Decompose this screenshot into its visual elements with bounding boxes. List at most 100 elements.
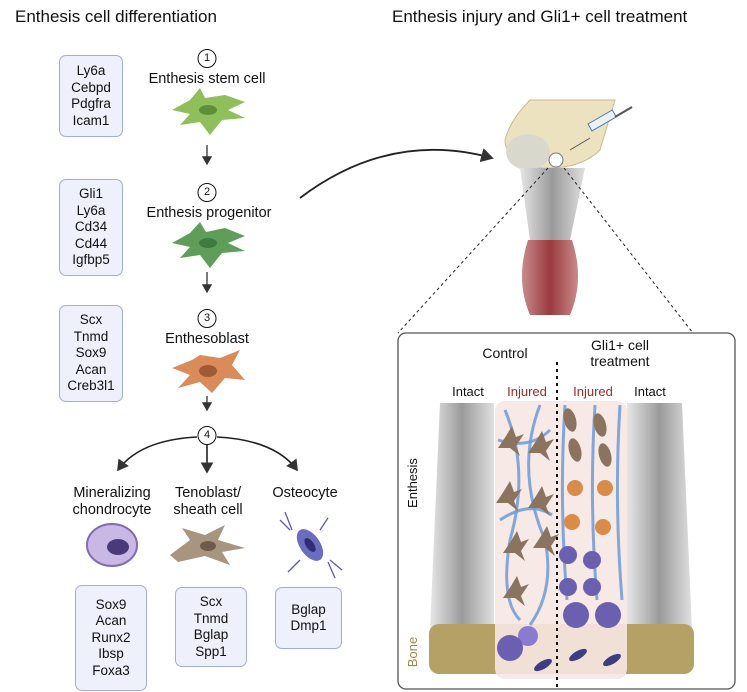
enthesis-axis-label: Enthesis bbox=[405, 458, 420, 508]
fibroblast-cell-icon bbox=[533, 526, 559, 556]
intact-fibers-right bbox=[627, 403, 692, 630]
marker: Igfbp5 bbox=[72, 252, 110, 268]
arrow-branch-right bbox=[216, 436, 298, 472]
fate-label: Mineralizing chondrocyte bbox=[72, 485, 152, 518]
enthesoblast-cell-icon bbox=[597, 480, 613, 496]
marker: Foxa3 bbox=[92, 662, 130, 678]
right-title: Enthesis injury and Gli1+ cell treatment bbox=[392, 7, 688, 26]
intact-label-left: Intact bbox=[452, 384, 484, 399]
marker: Gli1 bbox=[78, 186, 103, 202]
marker: Tnmd bbox=[73, 328, 109, 344]
marker: Scx bbox=[199, 594, 223, 609]
enthesoblast-cell-icon bbox=[172, 350, 245, 393]
marker: Scx bbox=[79, 312, 103, 328]
osteocyte-cell-icon bbox=[603, 653, 621, 667]
step-1-badge: 1 bbox=[197, 49, 217, 68]
muscle-icon bbox=[521, 240, 579, 315]
osteocyte-cell-icon bbox=[569, 648, 587, 662]
syringe-icon bbox=[569, 106, 633, 151]
chondrocyte-cell-icon bbox=[595, 602, 621, 628]
tenocyte-cell-icon bbox=[568, 438, 582, 462]
chondrocyte-cell-icon bbox=[518, 626, 538, 646]
injured-label-left: Injured bbox=[507, 384, 547, 399]
marker: Ibsp bbox=[98, 646, 124, 662]
marker: Creb3l1 bbox=[67, 378, 115, 394]
marker: Icam1 bbox=[72, 112, 110, 128]
chondrocyte-cell-icon bbox=[497, 635, 523, 661]
collagen-fiber bbox=[615, 404, 624, 601]
marker: Sox9 bbox=[95, 596, 127, 612]
marker: Acan bbox=[75, 361, 107, 377]
enthesoblast-cell-icon bbox=[595, 519, 611, 535]
intact-label-right: Intact bbox=[634, 384, 666, 399]
enthesoblast-cell-icon bbox=[567, 480, 583, 496]
fate-label: Tenoblast/ sheath cell bbox=[173, 485, 243, 518]
marker: Pdgfra bbox=[71, 96, 111, 111]
fibroblast-cell-icon bbox=[503, 576, 529, 606]
control-cells bbox=[496, 404, 559, 672]
marker: Bglap bbox=[193, 627, 229, 642]
marker: Dmp1 bbox=[290, 618, 327, 633]
arrow-to-injury bbox=[299, 148, 494, 199]
fate-label: Osteocyte bbox=[272, 485, 338, 501]
enthesoblast-cell-icon bbox=[564, 514, 580, 530]
bone-joint-icon bbox=[504, 99, 616, 315]
zoom-line-left bbox=[397, 167, 549, 334]
bone-axis-label: Bone bbox=[405, 636, 420, 668]
osteocyte-cell-icon bbox=[279, 511, 343, 579]
tendon-icon bbox=[520, 168, 585, 240]
fibroblast-cell-icon bbox=[496, 481, 522, 511]
step-2-badge: 2 bbox=[197, 183, 217, 202]
tenocyte-cell-icon bbox=[598, 443, 612, 467]
chondrocyte-cell-icon bbox=[559, 546, 577, 564]
marker: Cebpd bbox=[71, 79, 111, 95]
collagen-fiber bbox=[560, 404, 569, 601]
control-label: Control bbox=[482, 345, 528, 361]
arrow-branch-left bbox=[117, 436, 198, 472]
step-4-badge: 4 bbox=[197, 426, 217, 445]
intact-fibers-left bbox=[430, 403, 494, 630]
zoom-line-right bbox=[563, 167, 694, 334]
marker: Ly6a bbox=[76, 63, 106, 78]
tenocyte-cell-icon bbox=[563, 408, 577, 432]
fibroblast-cell-icon bbox=[528, 486, 554, 516]
marker: Ly6a bbox=[76, 202, 106, 218]
stage-label: Enthesoblast bbox=[165, 331, 249, 347]
treatment-cells bbox=[559, 404, 624, 667]
chondrocyte-cell-icon bbox=[563, 602, 589, 628]
step-3-badge: 3 bbox=[197, 309, 217, 328]
injured-label-right: Injured bbox=[573, 384, 613, 399]
tenoblast-cell-icon bbox=[170, 525, 245, 565]
osteocyte-cell-icon bbox=[534, 658, 552, 672]
collagen-fiber bbox=[590, 404, 599, 601]
marker: Acan bbox=[95, 613, 127, 629]
fibroblast-cell-icon bbox=[528, 431, 554, 461]
marker: Sox9 bbox=[75, 345, 107, 361]
marker: Runx2 bbox=[91, 629, 131, 645]
marker: Cd44 bbox=[74, 235, 108, 251]
fibroblast-cell-icon bbox=[498, 426, 524, 456]
fibroblast-cell-icon bbox=[503, 531, 529, 561]
chondrocyte-cell-icon bbox=[86, 523, 138, 567]
marker: Spp1 bbox=[195, 643, 227, 659]
tenocyte-cell-icon bbox=[593, 413, 607, 437]
treatment-label: Gli1+ cell treatment bbox=[590, 337, 650, 369]
chondrocyte-cell-icon bbox=[583, 578, 601, 596]
chondrocyte-cell-icon bbox=[559, 578, 577, 596]
marker: Tnmd bbox=[193, 610, 229, 626]
marker: Bglap bbox=[291, 601, 326, 617]
stage-label: Enthesis stem cell bbox=[148, 71, 266, 87]
chondrocyte-cell-icon bbox=[583, 551, 601, 569]
marker: Cd34 bbox=[74, 219, 108, 235]
stem-cell-icon bbox=[172, 88, 245, 135]
progenitor-cell-icon bbox=[172, 222, 245, 268]
stage-label: Enthesis progenitor bbox=[146, 205, 272, 221]
